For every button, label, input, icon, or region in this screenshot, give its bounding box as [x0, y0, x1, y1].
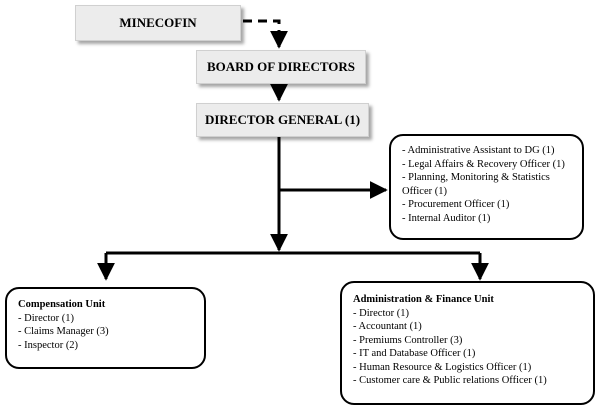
admin-finance-unit-title: Administration & Finance Unit [353, 294, 494, 305]
dg-office-line: - Procurement Officer (1) [402, 199, 510, 210]
compensation-line: - Inspector (2) [18, 339, 79, 351]
dashed-connector [243, 19, 288, 49]
dg-office-line: - Planning, Monitoring & Statistics [402, 172, 550, 183]
director-general-box: DIRECTOR GENERAL (1) [196, 103, 369, 137]
admin-finance-line: - Premiums Controller (3) [353, 334, 463, 346]
compensation-unit-box: Compensation Unit - Director (1) - Claim… [5, 287, 206, 369]
minecofin-box: MINECOFIN [75, 5, 241, 41]
admin-finance-line: - Customer care & Public relations Offic… [353, 375, 547, 386]
board-label: BOARD OF DIRECTORS [206, 59, 356, 74]
admin-finance-unit-box: Administration & Finance Unit - Director… [340, 281, 595, 405]
dg-office-line: - Internal Auditor (1) [402, 212, 491, 224]
admin-finance-line: - IT and Database Officer (1) [353, 348, 476, 359]
director-general-label: DIRECTOR GENERAL (1) [204, 112, 361, 127]
compensation-line: - Director (1) [18, 312, 74, 324]
minecofin-label: MINECOFIN [119, 15, 197, 30]
compensation-unit-title: Compensation Unit [18, 299, 106, 310]
admin-finance-line: - Director (1) [353, 307, 409, 319]
dg-office-line: Officer (1) [402, 185, 447, 197]
admin-finance-line: - Human Resource & Logistics Officer (1) [353, 361, 532, 373]
dg-office-box: - Administrative Assistant to DG (1) - L… [389, 134, 584, 240]
board-of-directors-box: BOARD OF DIRECTORS [196, 50, 366, 84]
compensation-line: - Claims Manager (3) [18, 326, 109, 337]
admin-finance-line: - Accountant (1) [353, 321, 422, 332]
dg-office-line: - Administrative Assistant to DG (1) [402, 145, 555, 156]
dg-office-line: - Legal Affairs & Recovery Officer (1) [402, 158, 565, 170]
